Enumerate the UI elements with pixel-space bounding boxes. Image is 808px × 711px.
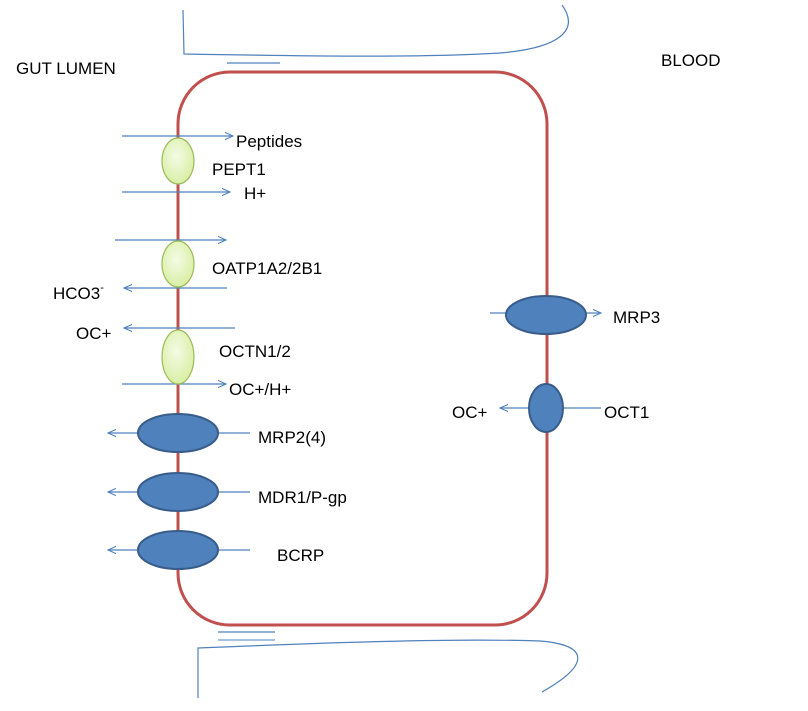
peptides-label: Peptides	[236, 132, 302, 151]
region-label-gut-lumen: GUT LUMEN	[16, 59, 116, 78]
pept1-label: PEPT1	[212, 160, 266, 179]
upper-neighbor-cell-outline	[182, 4, 569, 57]
bicarbonate-charge: -	[100, 282, 104, 294]
lower-neighbor-cell-outline	[197, 639, 579, 698]
oct1-transporter	[528, 383, 564, 433]
bicarbonate-label: HCO3-	[53, 282, 104, 303]
oatp1a2-2b1-transporter	[161, 240, 195, 288]
mrp2-transporter	[137, 413, 219, 453]
bcrp-label: BCRP	[277, 546, 324, 565]
mrp3-label: MRP3	[613, 308, 660, 327]
oc-proton-label: OC+/H+	[229, 380, 291, 399]
mrp2-label: MRP2(4)	[258, 428, 326, 447]
oatp1a2-2b1-label: OATP1A2/2B1	[212, 259, 322, 278]
region-label-blood: BLOOD	[661, 51, 721, 70]
octn1-2-transporter	[161, 329, 195, 385]
bcrp-transporter	[137, 530, 219, 570]
bicarbonate-text: HCO3	[53, 284, 100, 303]
pept1-transporter	[161, 137, 195, 185]
oct1-label: OCT1	[604, 403, 649, 422]
octn1-2-label: OCTN1/2	[219, 342, 291, 361]
mdr1-pgp-transporter	[137, 472, 219, 512]
mdr1-pgp-label: MDR1/P-gp	[258, 488, 347, 507]
oc-plus-label-basolateral: OC+	[452, 403, 488, 422]
oc-plus-label-apical: OC+	[76, 324, 112, 343]
proton-label: H+	[244, 184, 266, 203]
mrp3-transporter	[505, 295, 587, 335]
